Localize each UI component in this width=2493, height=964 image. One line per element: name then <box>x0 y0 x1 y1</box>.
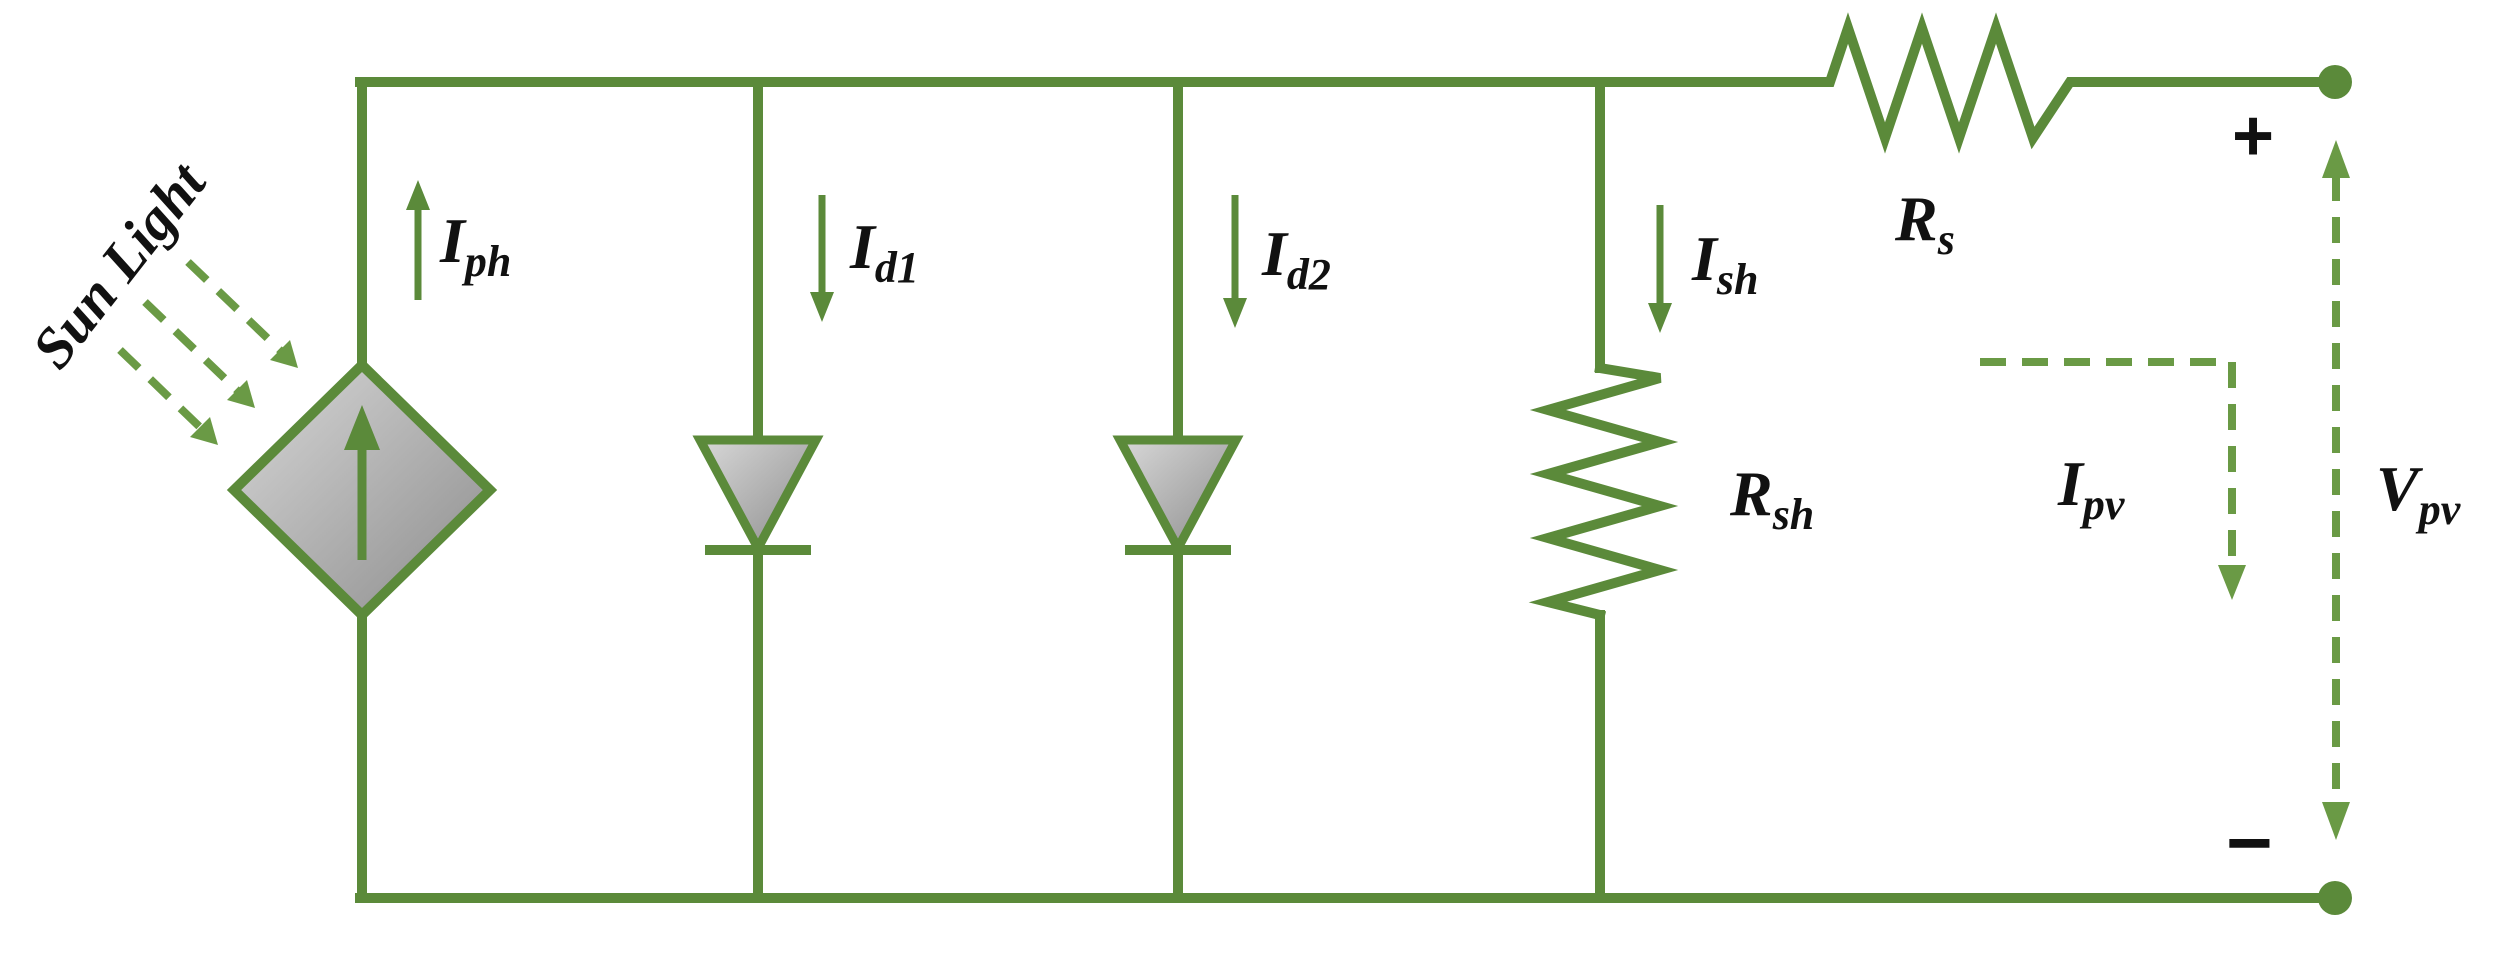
id1-arrow-icon <box>810 195 834 322</box>
ipv-label: Ipv <box>2057 448 2125 529</box>
rs-label: Rs <box>1894 183 1955 264</box>
ipv-arrow-icon <box>1980 358 2246 600</box>
id2-label: Id2 <box>1261 218 1331 299</box>
current-source-branch <box>226 77 498 903</box>
ish-label: Ish <box>1691 223 1759 304</box>
diode-2 <box>1112 77 1244 903</box>
id2-arrow-icon <box>1223 195 1247 328</box>
ish-arrow-icon <box>1648 205 1672 333</box>
diode-1 <box>692 77 824 903</box>
id1-label: Id1 <box>849 211 919 292</box>
positive-terminal <box>2318 65 2352 99</box>
series-resistor <box>1805 12 2335 154</box>
vpv-arrow-icon <box>2322 140 2350 840</box>
sunlight-arrows-icon <box>117 259 298 445</box>
source-arrow-icon <box>344 405 380 450</box>
plus-sign: + <box>2232 96 2274 176</box>
rsh-label: Rsh <box>1729 458 1814 539</box>
shunt-resistor <box>1528 77 1679 903</box>
vpv-label: Vpv <box>2376 453 2461 534</box>
iph-arrow-icon <box>406 180 430 300</box>
negative-terminal <box>2318 881 2352 915</box>
iph-label: Iph <box>439 205 511 286</box>
minus-sign: − <box>2226 798 2273 887</box>
